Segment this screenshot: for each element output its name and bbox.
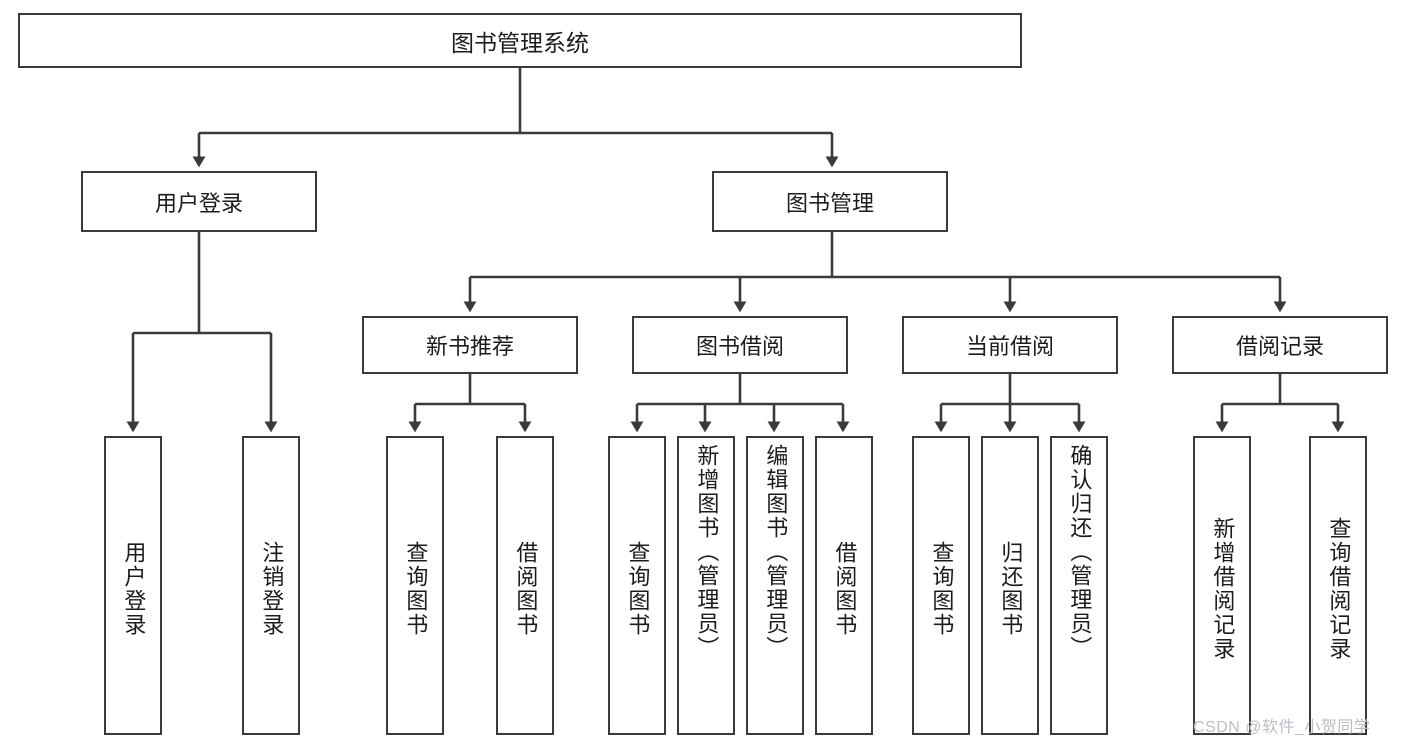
csdn-watermark: CSDN @软件_小贺同学 (1193, 719, 1371, 736)
node-new-book-recommend-label: 新书推荐 (425, 334, 514, 359)
leaf-query-borrow-record-label: 查询借阅记录 (1326, 516, 1352, 661)
leaf-add-book-admin[interactable]: 新增图书（管理员） (677, 436, 735, 735)
leaf-confirm-return-admin[interactable]: 确认归还（管理员） (1050, 436, 1108, 735)
leaf-query-book-borrow-label: 查询图书 (625, 540, 651, 637)
node-book-management[interactable]: 图书管理 (712, 171, 948, 232)
leaf-query-book-borrow[interactable]: 查询图书 (608, 436, 666, 735)
leaf-borrow-book-label: 借阅图书 (832, 540, 858, 637)
leaf-borrow-book[interactable]: 借阅图书 (815, 436, 873, 735)
node-book-management-label: 图书管理 (785, 190, 874, 216)
leaf-borrow-book-recommend[interactable]: 借阅图书 (496, 436, 554, 735)
leaf-logout[interactable]: 注销登录 (242, 436, 300, 735)
node-root-system[interactable]: 图书管理系统 (18, 13, 1022, 68)
leaf-query-borrow-record[interactable]: 查询借阅记录 (1309, 436, 1367, 735)
leaf-add-book-admin-label: 新增图书（管理员） (694, 444, 720, 660)
node-current-borrow[interactable]: 当前借阅 (902, 316, 1118, 374)
leaf-query-book-current-label: 查询图书 (929, 540, 955, 637)
leaf-return-book[interactable]: 归还图书 (981, 436, 1039, 735)
leaf-edit-book-admin-label: 编辑图书（管理员） (763, 444, 789, 660)
node-book-borrow[interactable]: 图书借阅 (632, 316, 848, 374)
leaf-user-login[interactable]: 用户登录 (104, 436, 162, 735)
leaf-return-book-label: 归还图书 (998, 540, 1024, 637)
leaf-borrow-book-recommend-label: 借阅图书 (513, 540, 539, 637)
leaf-add-borrow-record-label: 新增借阅记录 (1210, 516, 1236, 661)
node-new-book-recommend[interactable]: 新书推荐 (362, 316, 578, 374)
node-user-login-label: 用户登录 (154, 190, 243, 216)
node-root-label: 图书管理系统 (451, 29, 589, 56)
node-borrow-record-label: 借阅记录 (1235, 334, 1324, 359)
leaf-query-book-current[interactable]: 查询图书 (912, 436, 970, 735)
node-book-borrow-label: 图书借阅 (695, 334, 784, 359)
leaf-user-login-label: 用户登录 (121, 540, 147, 637)
node-user-login[interactable]: 用户登录 (81, 171, 317, 232)
node-current-borrow-label: 当前借阅 (965, 334, 1054, 359)
leaf-confirm-return-admin-label: 确认归还（管理员） (1067, 444, 1093, 660)
node-borrow-record[interactable]: 借阅记录 (1172, 316, 1388, 374)
leaf-query-book-recommend-label: 查询图书 (403, 540, 429, 637)
leaf-query-book-recommend[interactable]: 查询图书 (386, 436, 444, 735)
leaf-add-borrow-record[interactable]: 新增借阅记录 (1193, 436, 1251, 735)
leaf-edit-book-admin[interactable]: 编辑图书（管理员） (746, 436, 804, 735)
leaf-logout-label: 注销登录 (259, 540, 285, 637)
